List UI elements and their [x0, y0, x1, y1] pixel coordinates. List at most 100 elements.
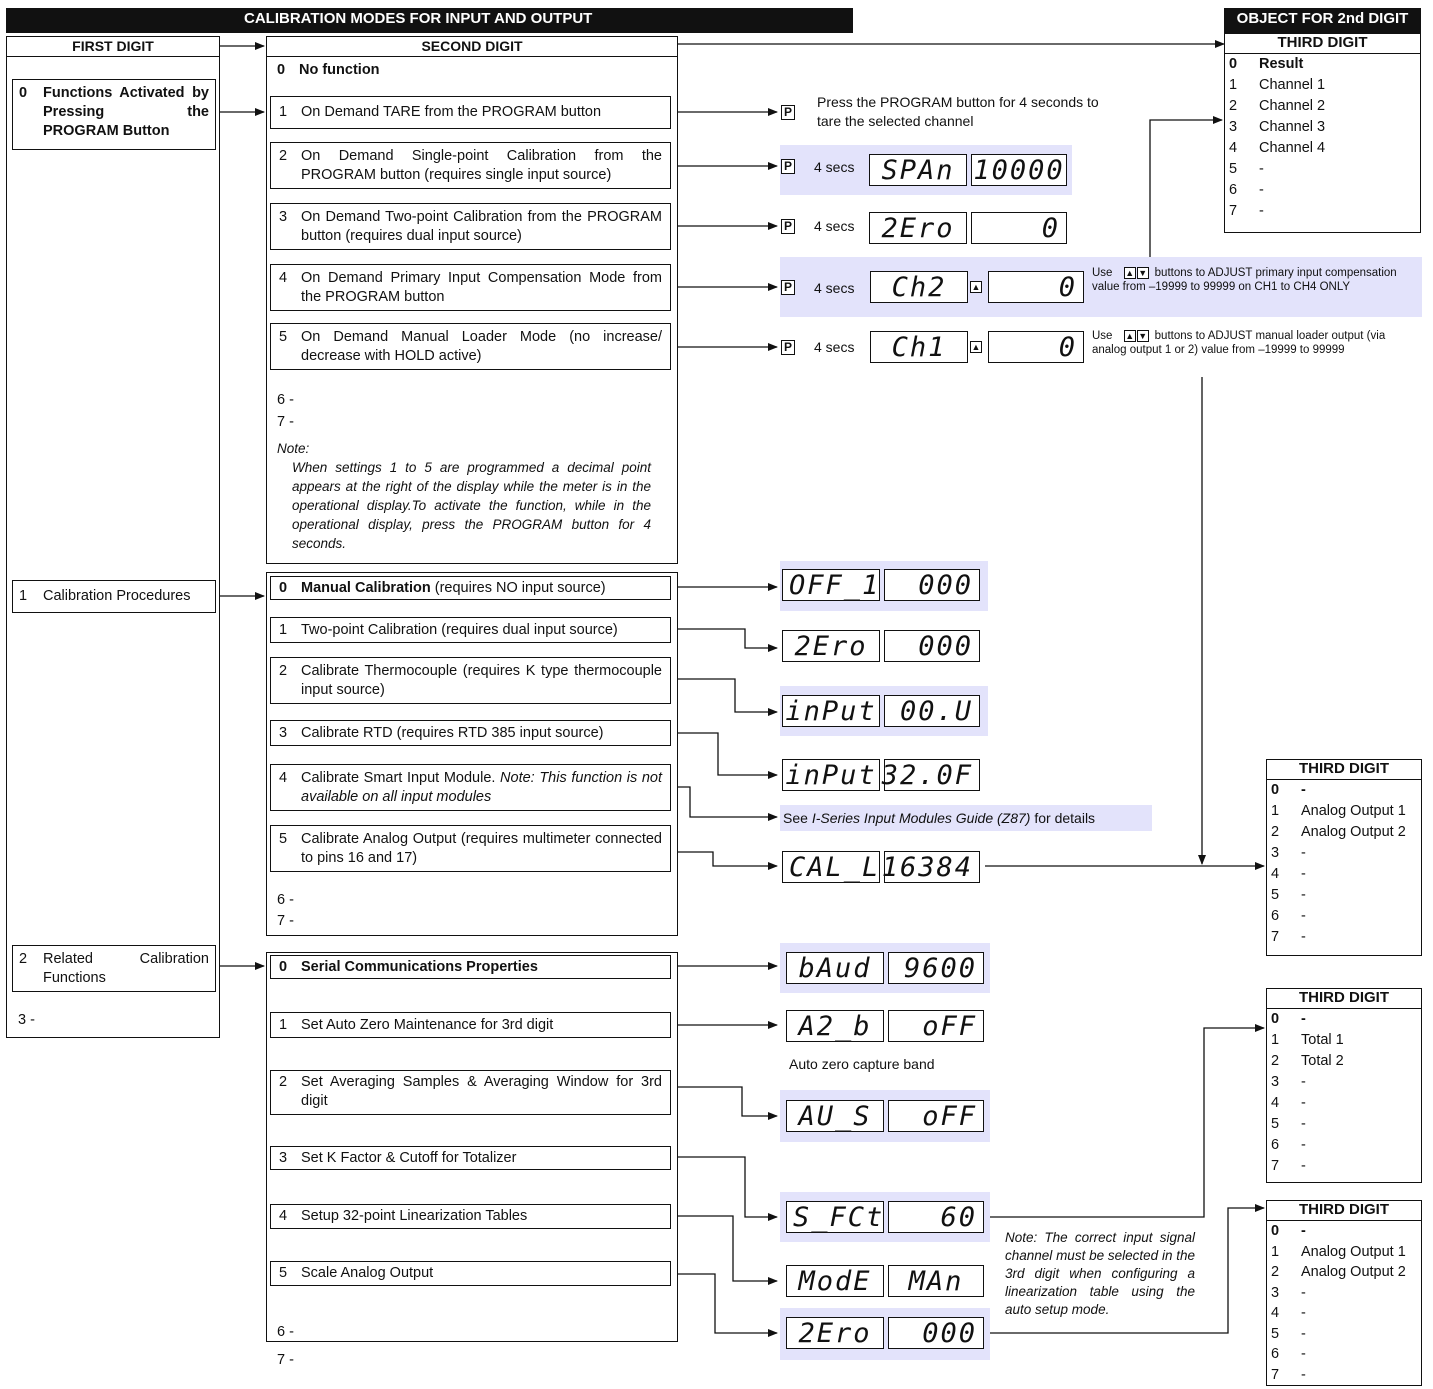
third-digit-row-label: - [1301, 1158, 1306, 1174]
third-digit-row-label: Channel 1 [1259, 77, 1326, 93]
third-digit-row-label: Total 2 [1301, 1053, 1344, 1069]
lcd-span: SPAn [869, 154, 967, 186]
third-digit-row-number: 7 [1229, 203, 1238, 219]
object-title: OBJECT FOR 2nd DIGIT [1224, 8, 1421, 33]
g1-item-7: 7 - [277, 913, 294, 929]
third-digit-row-label: - [1301, 908, 1306, 924]
arrow-ch-to-third [1149, 116, 1223, 262]
auto-zero-caption: Auto zero capture band [789, 1056, 935, 1072]
third-digit-row-label: - [1301, 929, 1306, 945]
third-digit-row-label: - [1301, 866, 1306, 882]
third-digit-row-number: 1 [1271, 1032, 1280, 1048]
third-digit-row-label: Channel 3 [1259, 119, 1326, 135]
third-digit-row-label: Analog Output 2 [1301, 1264, 1406, 1280]
third-digit-row-number: 5 [1271, 1116, 1280, 1132]
lcd-ch1: Ch1 [870, 331, 968, 363]
third-digit-row-number: 4 [1271, 1095, 1280, 1111]
third-digit-row-number: 3 [1271, 845, 1280, 861]
third-digit-row-number: 2 [1271, 824, 1280, 840]
third-digit-row: 7- [1271, 927, 1421, 948]
third-digit-row: 4- [1271, 1303, 1421, 1324]
first-digit-header: FIRST DIGIT [7, 37, 219, 57]
third-digit-row: 6- [1271, 906, 1421, 927]
second-digit-header: SECOND DIGIT [267, 37, 677, 57]
lcd-input-rtd-value: 32.0F [882, 759, 980, 791]
third-digit-row-number: 6 [1229, 182, 1238, 198]
third-digit-row-label: - [1301, 782, 1306, 798]
third-digit-row-label: - [1301, 887, 1306, 903]
lcd-zero-scale-value: 000 [888, 1317, 984, 1349]
lcd-cal-l: CAL_L [782, 851, 880, 883]
third-digit-row-number: 0 [1271, 782, 1280, 798]
third-digit-row: 5- [1271, 1324, 1421, 1345]
third-digit-row-number: 5 [1229, 161, 1238, 177]
arrow-g2-3 [671, 1156, 778, 1221]
third-digit-row-number: 0 [1229, 56, 1238, 72]
lcd-zero-value: 0 [971, 212, 1067, 244]
third-digit-row-label: - [1301, 1305, 1306, 1321]
third-digit-row-number: 2 [1271, 1264, 1280, 1280]
down-arrow-icon: ▼ [1136, 330, 1149, 342]
third-digit-row-number: 6 [1271, 1137, 1280, 1153]
ch2-description: Use ▲▼buttons to ADJUST primary input co… [1092, 267, 1397, 293]
g0-item-6: 6 - [277, 392, 294, 408]
third-digit-row-number: 1 [1271, 1243, 1280, 1260]
first-digit-panel: FIRST DIGIT [6, 36, 220, 1038]
third-digit-row: 7- [1229, 201, 1420, 222]
third-digit-row: 5- [1271, 1114, 1421, 1135]
third-digit-row-number: 3 [1271, 1284, 1280, 1301]
lcd-a2b-value: oFF [888, 1010, 984, 1042]
lcd-off1-value: 000 [884, 569, 980, 601]
main-title: CALIBRATION MODES FOR INPUT AND OUTPUT [6, 8, 853, 33]
third-digit-row-number: 6 [1271, 908, 1280, 924]
third-digit-row: 2 Analog Output 2 [1271, 1262, 1421, 1283]
up-arrow-icon: ▲ [970, 281, 982, 293]
third-digit-row-number: 5 [1271, 887, 1280, 903]
third-digit-row: 4- [1271, 864, 1421, 885]
lcd-zero-2pt-value: 000 [884, 630, 980, 662]
third-digit-row-number: 4 [1271, 1305, 1280, 1321]
third-digit-row: 3- [1271, 1283, 1421, 1304]
third-digit-row-number: 3 [1229, 119, 1238, 135]
lcd-off1: OFF_1 [782, 569, 880, 601]
down-arrow-icon: ▼ [1136, 267, 1149, 279]
third-digit-row: 5- [1229, 159, 1420, 180]
third-digit-row-label: - [1301, 1325, 1306, 1342]
program-button-icon: P [781, 340, 795, 355]
third-digit-row: 6- [1271, 1344, 1421, 1365]
linearization-note: Note: The correct input signal channel m… [1005, 1230, 1195, 1317]
g0-note-text: When settings 1 to 5 are programmed a de… [292, 460, 651, 551]
third-digit-row-label: - [1301, 1223, 1306, 1239]
third-digit-row-label: - [1301, 1116, 1306, 1132]
lcd-mode: ModE [786, 1265, 884, 1297]
g1-item-6: 6 - [277, 892, 294, 908]
arrow-g1-1 [671, 628, 778, 652]
third-digit-row-label: Channel 2 [1259, 98, 1326, 114]
first-digit-item-0: 0 Functions Activated by Pressing the PR… [12, 79, 216, 150]
third-digit-row-label: - [1301, 1095, 1306, 1111]
lcd-zero-scale: 2Ero [786, 1317, 884, 1349]
third-digit-row: 0- [1271, 1221, 1421, 1242]
arrow-g1-5 [671, 851, 778, 870]
arrow-zero-to-third [985, 1204, 1265, 1334]
third-digit-row: 0- [1271, 1009, 1421, 1030]
lcd-aus-value: oFF [888, 1100, 984, 1132]
arrow-g1-2 [671, 678, 778, 716]
third-digit-row-label: - [1301, 845, 1306, 861]
secs-label: 4 secs [814, 218, 855, 234]
